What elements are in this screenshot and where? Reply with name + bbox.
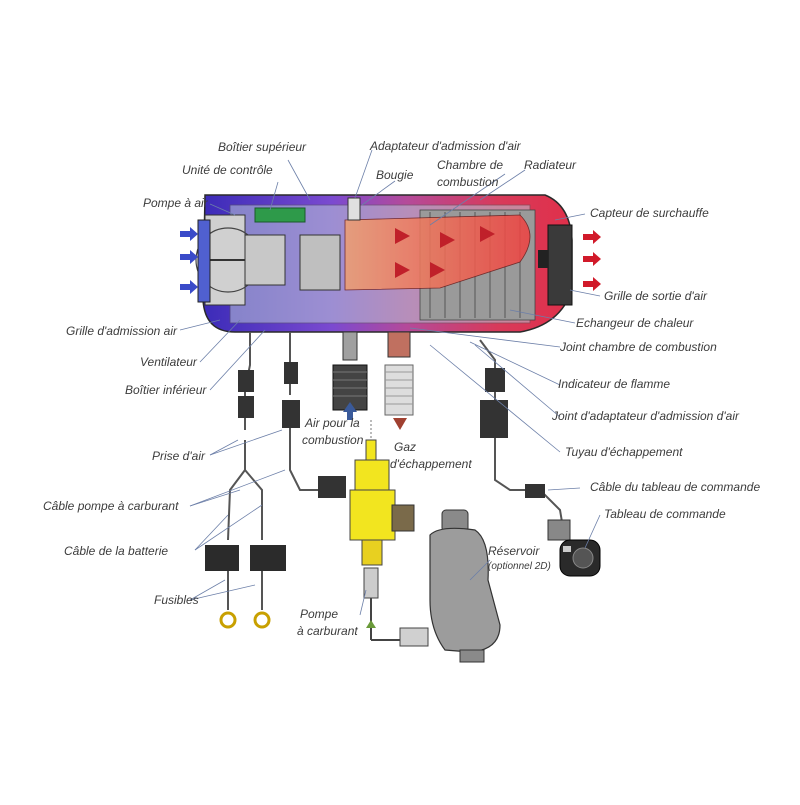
label-prise-air: Prise d'air <box>152 449 205 463</box>
leader-lines <box>179 149 601 616</box>
label-ventilateur: Ventilateur <box>140 355 197 369</box>
outlet-grille <box>547 224 573 306</box>
label-capteur-surchauffe: Capteur de surchauffe <box>590 206 709 220</box>
label-tableau-commande: Tableau de commande <box>604 507 726 521</box>
label-chambre-combustion-2: combustion <box>437 175 499 189</box>
label-boitier-superieur: Boîtier supérieur <box>218 140 307 154</box>
exhaust-pipe <box>384 331 414 430</box>
label-reservoir-option: (optionnel 2D) <box>488 561 551 572</box>
label-grille-admission-air: Grille d'admission air <box>66 324 177 338</box>
label-pompe-a-air: Pompe à air <box>143 196 208 210</box>
label-joint-adaptateur: Joint d'adaptateur d'admission d'air <box>552 409 739 423</box>
fan <box>195 214 286 306</box>
label-cable-batterie: Câble de la batterie <box>64 544 169 558</box>
label-tuyau-echappement: Tuyau d'échappement <box>565 445 683 459</box>
label-pompe-carburant-1: Pompe <box>300 607 339 621</box>
heater-body <box>195 194 573 333</box>
control-panel <box>547 519 601 577</box>
label-fusibles: Fusibles <box>154 593 199 607</box>
control-unit <box>254 207 306 223</box>
label-joint-chambre-combustion: Joint chambre de combustion <box>560 340 717 354</box>
label-bougie: Bougie <box>376 168 414 182</box>
air-pump <box>299 234 341 291</box>
spark-plug <box>347 197 361 221</box>
label-reservoir: Réservoir <box>488 544 540 558</box>
label-unite-controle: Unité de contrôle <box>182 163 273 177</box>
label-echangeur-chaleur: Echangeur de chaleur <box>576 316 694 330</box>
overheat-sensor <box>538 250 548 268</box>
combustion-chamber <box>344 214 531 291</box>
fuel-tank <box>399 509 501 663</box>
outlet-arrows <box>583 230 601 291</box>
label-cable-pompe-carburant: Câble pompe à carburant <box>43 499 179 513</box>
label-boitier-inferieur: Boîtier inférieur <box>125 383 207 397</box>
label-cable-tableau-commande: Câble du tableau de commande <box>590 480 761 494</box>
label-air-combustion-1: Air pour la <box>305 416 360 430</box>
fuses <box>205 545 286 629</box>
label-indicateur-flamme: Indicateur de flamme <box>558 377 671 391</box>
intake-arrows <box>180 227 198 294</box>
label-gaz-echappement-1: Gaz <box>394 440 417 454</box>
label-chambre-combustion-1: Chambre de <box>437 158 504 172</box>
inlet-grille <box>197 219 211 303</box>
label-air-combustion-2: combustion <box>302 433 364 447</box>
label-grille-sortie-air: Grille de sortie d'air <box>604 289 707 303</box>
label-adaptateur-admission-air: Adaptateur d'admission d'air <box>370 139 521 153</box>
combustion-air-intake <box>332 331 368 420</box>
label-gaz-echappement-2: d'échappement <box>390 457 472 471</box>
label-pompe-carburant-2: à carburant <box>297 624 358 638</box>
label-radiateur: Radiateur <box>524 158 577 172</box>
connectors <box>238 362 545 498</box>
